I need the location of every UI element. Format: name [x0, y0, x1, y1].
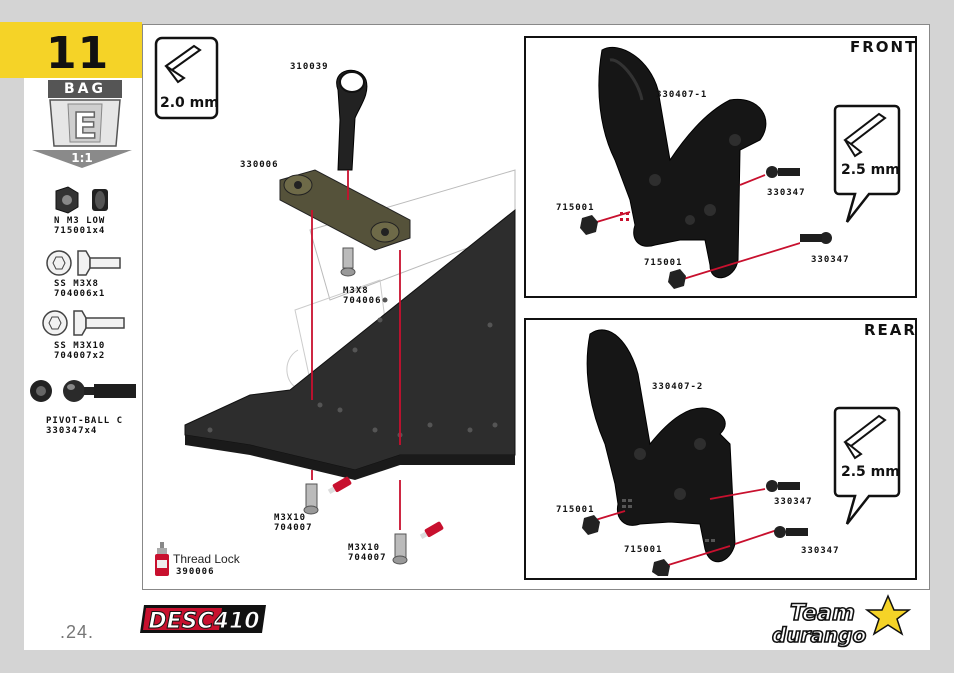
thread-lock-label: Thread Lock [173, 552, 240, 566]
part-1-name: N M3 LOW [54, 216, 106, 226]
front-pivot-balls [766, 166, 832, 244]
part-4-name: PIVOT-BALL C [46, 416, 124, 426]
part-3-code: 704007x2 [54, 351, 106, 361]
scale-label: 1:1 [71, 151, 93, 165]
front-label-ball-top: 330347 [767, 188, 806, 198]
label-m3x10-b: M3X10 [348, 543, 381, 553]
tool-size-main: 2.0 mm [160, 95, 219, 111]
front-label-ball-bottom: 330347 [811, 255, 850, 265]
label-m3x10-a: M3X10 [274, 513, 307, 523]
desc410-logo: DESC410 [140, 605, 266, 635]
step-tab [0, 22, 142, 78]
thread-lock-code: 390006 [176, 567, 215, 577]
label-bracket: 330006 [240, 160, 279, 170]
hex-key-2-5mm-front-badge [833, 104, 901, 223]
hex-key-2mm-badge [154, 36, 219, 120]
label-m3x8-code: 704006 [343, 296, 382, 306]
thread-lock-bottle-icon [155, 542, 169, 576]
rear-label-nut-top: 715001 [556, 505, 595, 515]
front-label-nut-bottom: 715001 [644, 258, 683, 268]
screw-m3x8-drawing [340, 247, 356, 277]
rear-view-title: REAR [864, 321, 917, 339]
label-m3x8: M3X8 [343, 286, 369, 296]
step-number: 11 [46, 28, 110, 79]
tool-size-rear: 2.5 mm [841, 464, 900, 480]
part-1-code: 715001x4 [54, 226, 106, 236]
part-4-code: 330347x4 [46, 426, 98, 436]
hex-key-2-5mm-rear-badge [833, 406, 901, 525]
front-label-nut-top: 715001 [556, 203, 595, 213]
bag-letter: E [73, 106, 98, 147]
svg-text:durango: durango [772, 623, 866, 647]
label-m3x10-a-code: 704007 [274, 523, 313, 533]
rear-tower-drawing [582, 329, 781, 576]
rear-label-ball-bottom: 330347 [801, 546, 840, 556]
part-3-name: SS M3X10 [54, 341, 106, 351]
page-number: .24. [60, 622, 95, 642]
rear-label-nut-bottom: 715001 [624, 545, 663, 555]
chassis-drawing [184, 69, 516, 565]
front-view-title: FRONT [850, 38, 918, 56]
tool-size-front: 2.5 mm [841, 162, 900, 178]
label-m3x10-b-code: 704007 [348, 553, 387, 563]
screw-m3x10-icon [42, 310, 125, 336]
screw-m3x8-icon [46, 250, 121, 276]
rear-label-tower: 330407-2 [652, 382, 704, 392]
part-2-code: 704006x1 [54, 289, 106, 299]
label-mount: 310039 [290, 62, 329, 72]
front-tower-drawing [580, 46, 800, 289]
rear-pivot-balls [766, 480, 808, 538]
pivot-ball-icon [30, 380, 136, 402]
svg-text:Team: Team [790, 601, 855, 626]
scale-banner [32, 150, 132, 168]
star-icon [864, 594, 912, 636]
svg-text:DESC410: DESC410 [148, 609, 259, 634]
rear-label-ball-top: 330347 [774, 497, 813, 507]
part-2-name: SS M3X8 [54, 279, 99, 289]
team-durango-logo: Team durango [771, 594, 912, 648]
front-label-tower: 330407-1 [656, 90, 708, 100]
nut-parts-icon [55, 186, 108, 214]
bag-label: BAG [48, 80, 122, 98]
bag-icon: E [49, 99, 121, 148]
